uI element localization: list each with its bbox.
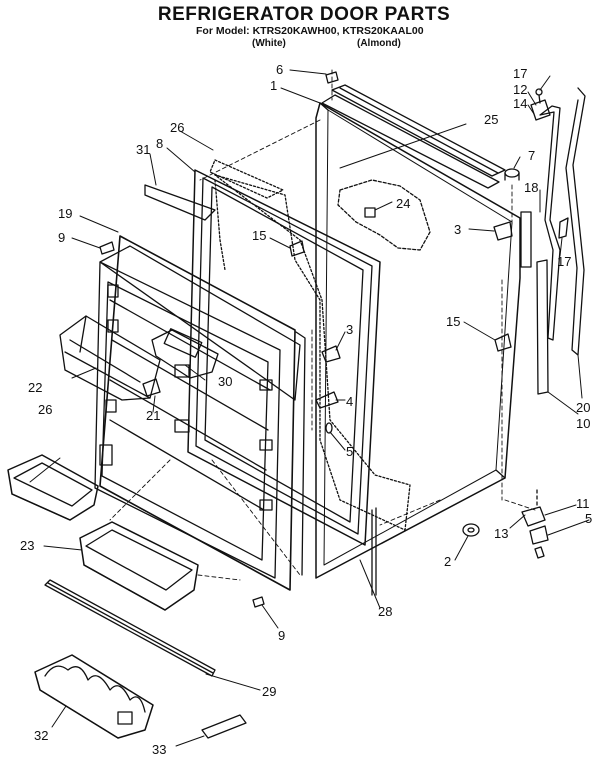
- clip-24: [364, 207, 376, 218]
- page-title: REFRIGERATOR DOOR PARTS: [157, 4, 451, 25]
- breaker-strip: [295, 331, 377, 596]
- fasteners: [99, 71, 512, 608]
- dairy-tray: [151, 328, 219, 379]
- door-bin-small: [7, 454, 99, 521]
- callout-12: 12: [513, 82, 527, 97]
- door-gasket: [187, 169, 381, 546]
- callout-19: 19: [58, 206, 72, 221]
- callout-22: 22: [28, 380, 42, 395]
- callout-17: 17: [557, 254, 571, 269]
- callout-9a: 9: [58, 230, 65, 245]
- dairy-door: [59, 315, 161, 401]
- callout-27: 26: [170, 120, 184, 135]
- callout-3a: 3: [454, 222, 461, 237]
- model-line: For Model: KTRS20KAWH00, KTRS20KAAL00: [196, 25, 424, 37]
- callout-20: 20: [576, 400, 590, 415]
- outer-door-panel: [315, 102, 521, 579]
- callout-9b: 9: [278, 628, 285, 643]
- callout-32: 32: [34, 728, 48, 743]
- callout-29: 29: [262, 684, 276, 699]
- color-white-label: (White): [252, 38, 286, 49]
- callout-5b: 5: [585, 511, 592, 526]
- callout-33: 33: [152, 742, 166, 757]
- inner-liner: [94, 235, 301, 591]
- callout-31: 31: [136, 142, 150, 157]
- clip-33: [201, 714, 247, 739]
- right-hinge-parts: [462, 87, 586, 559]
- callout-21: 21: [146, 408, 160, 423]
- callout-4: 4: [346, 394, 353, 409]
- callout-24: 24: [396, 196, 410, 211]
- callout-7: 7: [528, 148, 535, 163]
- callout-15b: 15: [446, 314, 460, 329]
- trim-bar: [44, 579, 216, 677]
- callouts: 6 1 26 8 31 19 9 15 24 25 17 12 14 7 18 …: [20, 62, 592, 757]
- top-trim-strip: [321, 84, 506, 189]
- callout-15a: 15: [252, 228, 266, 243]
- callout-1: 1: [270, 78, 277, 93]
- callout-18: 18: [524, 180, 538, 195]
- callout-3b: 3: [346, 322, 353, 337]
- callout-6: 6: [276, 62, 283, 77]
- callout-16: 17: [513, 66, 527, 81]
- patch-insulation: [337, 179, 431, 251]
- door-bin-large: [79, 521, 199, 611]
- callout-14: 14: [513, 96, 527, 111]
- callout-28: 28: [378, 604, 392, 619]
- leader-lines: [29, 69, 590, 747]
- callout-13: 13: [494, 526, 508, 541]
- callout-23: 23: [20, 538, 34, 553]
- bracket-31: [144, 184, 216, 221]
- callout-10: 10: [576, 416, 590, 431]
- callout-30: 30: [218, 374, 232, 389]
- egg-tray: [34, 654, 154, 739]
- callout-26: 26: [38, 402, 52, 417]
- callout-25: 25: [484, 112, 498, 127]
- alignment-lines: [109, 69, 536, 581]
- callout-8: 8: [156, 136, 163, 151]
- color-almond-label: (Almond): [357, 38, 401, 49]
- callout-11: 11: [576, 496, 590, 511]
- callout-5a: 5: [346, 444, 353, 459]
- callout-2: 2: [444, 554, 451, 569]
- insulation-foam: [209, 159, 411, 531]
